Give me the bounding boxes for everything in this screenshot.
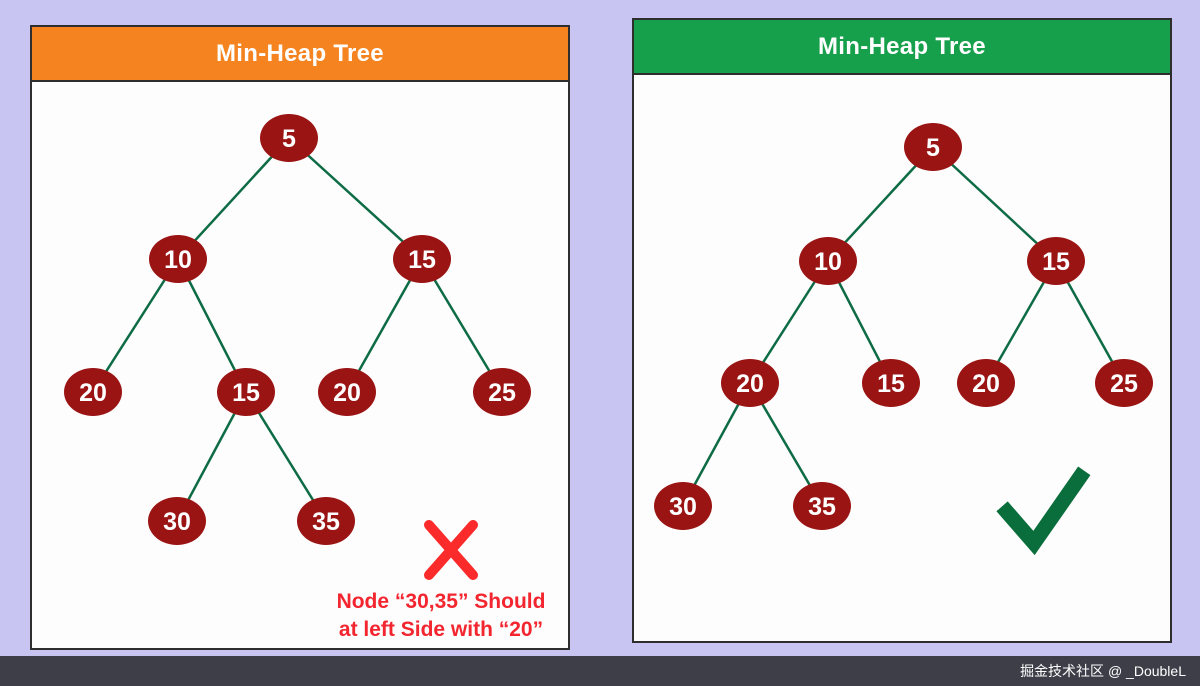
tree-edge [420,258,504,393]
tree-node-10: 10 [149,235,207,283]
tree-node-shape [393,235,451,283]
tree-node-15: 15 [862,359,920,407]
tree-node-35: 35 [297,497,355,545]
tree-edge [177,137,290,260]
min-heap-tree-diagram-valid: 5 10 15 20 15 20 25 30 35 [654,123,1153,556]
panel-title: Min-Heap Tree [818,32,986,60]
tree-node-shape [799,237,857,285]
tree-node-label: 25 [488,379,516,407]
tree-node-label: 20 [972,370,1000,398]
panel-valid-min-heap: Min-Heap Tree 5 10 15 20 15 20 25 30 35 [632,18,1172,643]
tree-edge [288,137,423,260]
tree-node-shape [721,359,779,407]
tree-node-label: 35 [808,493,836,521]
tree-node-shape [904,123,962,171]
tree-node-15: 15 [393,235,451,283]
tree-node-label: 20 [79,379,107,407]
check-mark-icon [996,466,1091,556]
tree-node-label: 30 [163,508,191,536]
tree-node-label: 15 [877,370,905,398]
tree-node-shape [64,368,122,416]
panel-body-valid: 5 10 15 20 15 20 25 30 35 [634,75,1170,641]
tree-node-shape [318,368,376,416]
tree-node-label: 15 [1042,248,1070,276]
watermark-text: 掘金技术社区 @ _DoubleL [1020,663,1186,679]
tree-node-35: 35 [793,482,851,530]
tree-node-shape [473,368,531,416]
tree-node-label: 10 [814,248,842,276]
tree-node-20: 20 [957,359,1015,407]
tree-node-label: 10 [164,246,192,274]
tree-node-shape [149,235,207,283]
panel-title: Min-Heap Tree [216,39,384,67]
tree-node-label: 30 [669,493,697,521]
panel-header-invalid: Min-Heap Tree [32,27,568,82]
tree-node-shape [1095,359,1153,407]
tree-node-shape [793,482,851,530]
min-heap-tree-diagram-invalid: 5 10 15 20 15 20 25 30 35 [64,114,531,580]
tree-node-30: 30 [654,482,712,530]
tree-node-shape [957,359,1015,407]
tree-edge [244,391,328,522]
tree-node-label: 15 [408,246,436,274]
tree-node-10: 10 [799,237,857,285]
error-note-line-2: at left Side with “20” [338,618,544,641]
tree-node-5: 5 [904,123,962,171]
tree-node-25: 25 [1095,359,1153,407]
tree-node-label: 25 [1110,370,1138,398]
error-note: Node “30,35” Should at left Side with “2… [337,588,546,644]
tree-node-20: 20 [64,368,122,416]
tree-node-20: 20 [721,359,779,407]
watermark-bar: 掘金技术社区 @ _DoubleL [0,656,1200,686]
error-note-line-1: Node “30,35” Should [336,590,546,613]
tree-edge [91,258,180,393]
tree-node-15: 15 [217,368,275,416]
tree-node-shape [1027,237,1085,285]
tree-node-label: 35 [312,508,340,536]
tree-node-shape [862,359,920,407]
panel-body-invalid: 5 10 15 20 15 20 25 30 35 Node “30,35” Should at… [32,82,568,648]
tree-edge [932,146,1057,262]
tree-node-shape [260,114,318,162]
tree-node-label: 20 [333,379,361,407]
tree-node-shape [297,497,355,545]
tree-node-5: 5 [260,114,318,162]
tree-node-label: 5 [282,125,296,153]
tree-node-30: 30 [148,497,206,545]
tree-node-15: 15 [1027,237,1085,285]
tree-node-label: 20 [736,370,764,398]
panel-invalid-min-heap: Min-Heap Tree 5 10 15 20 15 20 25 30 35 Node “30… [30,25,570,650]
tree-node-shape [654,482,712,530]
tree-edge [345,258,424,393]
tree-node-25: 25 [473,368,531,416]
tree-edge [176,258,248,393]
panel-header-valid: Min-Heap Tree [634,20,1170,75]
cross-mark-icon [424,520,478,580]
tree-node-label: 15 [232,379,260,407]
tree-node-20: 20 [318,368,376,416]
tree-node-shape [217,368,275,416]
tree-node-label: 5 [926,134,940,162]
tree-node-shape [148,497,206,545]
